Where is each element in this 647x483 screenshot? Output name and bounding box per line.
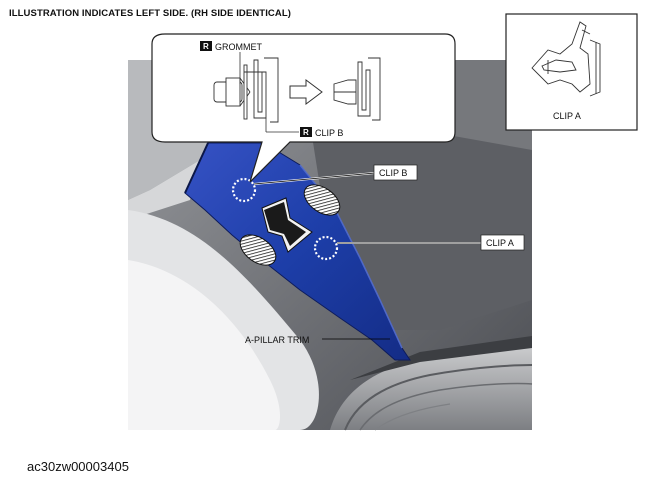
clip-b-location [231, 177, 257, 203]
clip-b-inset-label: CLIP B [315, 128, 343, 138]
callout-a-pillar-trim: A-PILLAR TRIM [245, 335, 309, 345]
inset-clip-a: CLIP A [505, 13, 638, 131]
locating-tab-upper [303, 184, 341, 216]
locating-tab-lower [239, 234, 277, 266]
grommet-label: GROMMET [215, 42, 262, 52]
inset-detail-grommet-clip-b: R GROMMET R CLIP B [151, 33, 456, 183]
clip-a-location [313, 235, 339, 261]
callout-clip-a: CLIP A [486, 238, 514, 248]
callout-clip-b-box [373, 164, 418, 181]
removal-direction-arrow [261, 197, 313, 253]
callout-clip-a-box [480, 234, 525, 251]
clip-a-inset-label: CLIP A [553, 111, 581, 121]
figure-code: ac30zw00003405 [27, 459, 129, 474]
illustration-note: ILLUSTRATION INDICATES LEFT SIDE. (RH SI… [9, 8, 292, 19]
callout-clip-b: CLIP B [379, 168, 407, 178]
grommet-reuse-badge: R [203, 42, 209, 51]
clip-b-reuse-badge: R [303, 128, 309, 137]
